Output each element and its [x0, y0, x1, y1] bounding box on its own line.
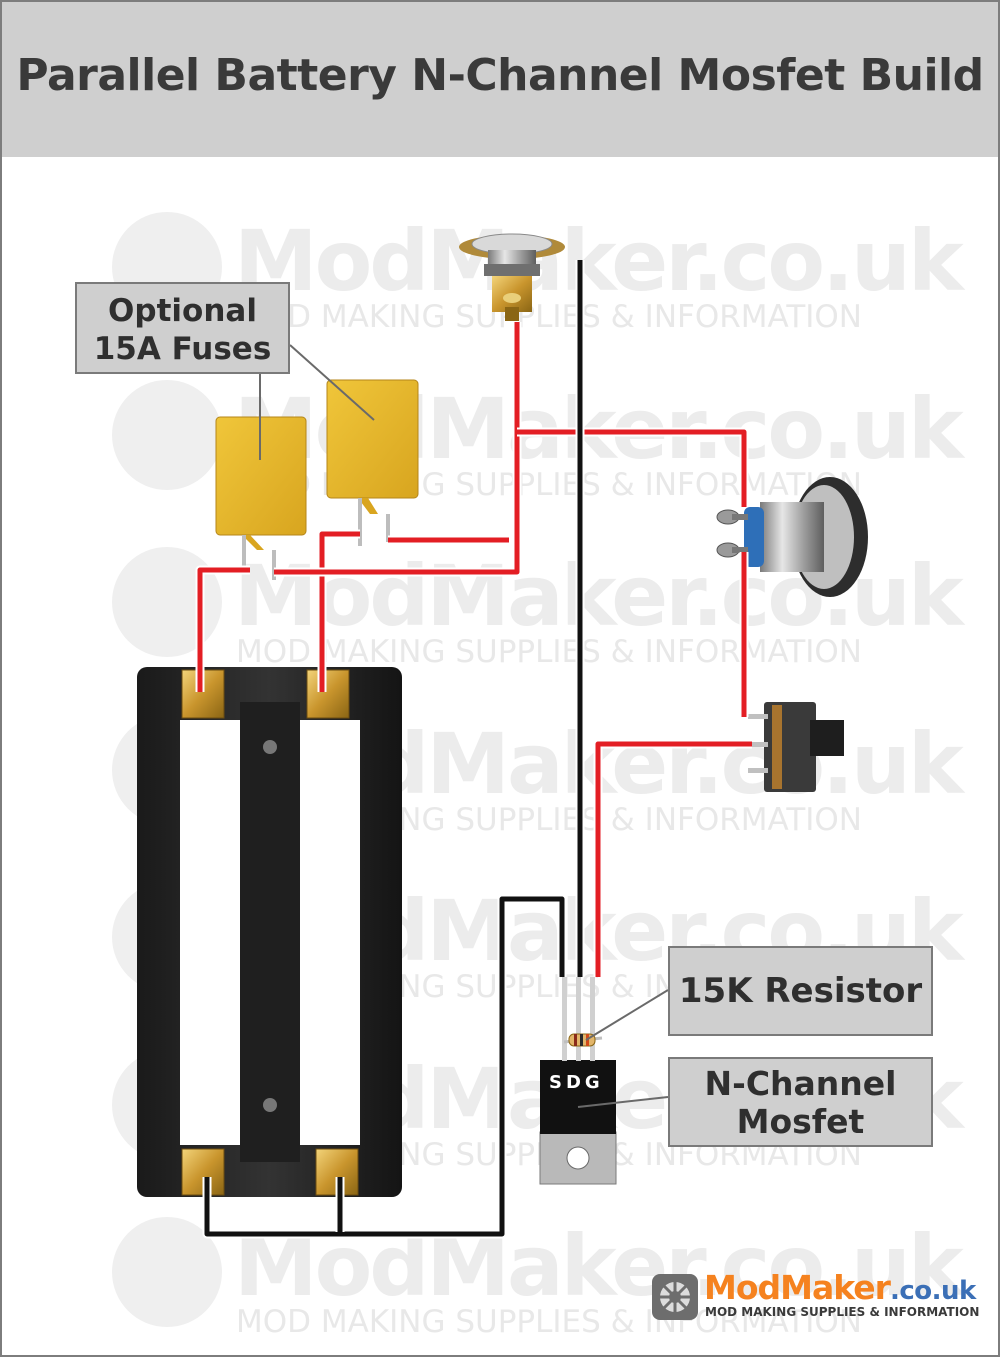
callout-resistor: 15K Resistor — [668, 946, 933, 1036]
page-title: Parallel Battery N-Channel Mosfet Build — [16, 50, 984, 101]
callout-mosfet-line2: Mosfet — [736, 1102, 865, 1141]
watermark-name: ModMaker.co.uk — [234, 212, 966, 310]
logo-tagline: MOD MAKING SUPPLIES & INFORMATION — [705, 1305, 980, 1319]
fire-button — [716, 477, 868, 597]
callout-fuses-line2: 15A Fuses — [93, 331, 272, 367]
wires — [195, 260, 752, 1239]
mosfet-to220: SDG — [539, 977, 617, 1185]
callout-mosfet: N-Channel Mosfet — [668, 1057, 933, 1147]
callout-mosfet-line1: N-Channel — [704, 1064, 897, 1103]
battery-holder-2x18650 — [137, 667, 402, 1197]
logo-tld: .co.uk — [889, 1276, 976, 1306]
callout-fuses-line1: Optional — [108, 293, 257, 329]
watermark-tagline: MOD MAKING SUPPLIES & INFORMATION — [236, 299, 862, 335]
connector-510 — [459, 233, 565, 321]
fuse-right — [326, 379, 419, 546]
logo-name: ModMaker — [704, 1268, 891, 1307]
gear-icon — [652, 1274, 698, 1320]
watermark-emblem — [112, 380, 222, 490]
header-bar: Parallel Battery N-Channel Mosfet Build — [2, 2, 998, 157]
resistor-15k — [563, 1033, 603, 1047]
callout-leaders — [259, 344, 669, 1108]
watermark-tagline: MOD MAKING SUPPLIES & INFORMATION — [236, 1304, 862, 1340]
callout-fuses: Optional 15A Fuses — [75, 282, 290, 374]
watermark-tagline: MOD MAKING SUPPLIES & INFORMATION — [236, 634, 862, 670]
watermark-emblem — [112, 547, 222, 657]
watermark-emblem — [112, 1217, 222, 1327]
slide-switch — [748, 702, 844, 792]
mosfet-pin-labels: SDG — [549, 1072, 604, 1093]
modmaker-logo: ModMaker.co.uk MOD MAKING SUPPLIES & INF… — [652, 1268, 979, 1324]
